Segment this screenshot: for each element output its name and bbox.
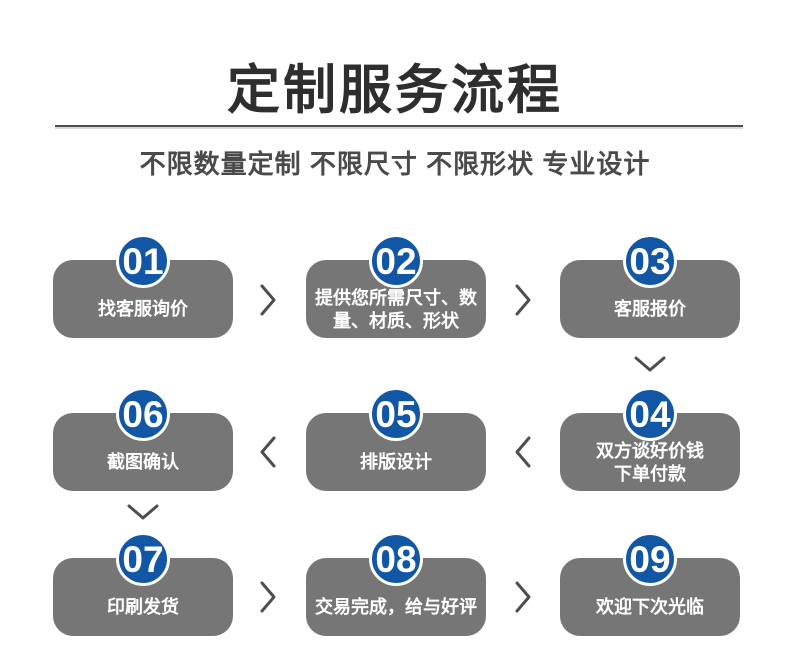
step-label: 交易完成，给与好评 [315, 597, 477, 618]
step-label: 双方谈好价钱 下单付款 [596, 440, 704, 484]
step-label: 印刷发货 [107, 597, 179, 618]
chevron-down-icon [634, 356, 666, 372]
step-05-number-badge: 05 [369, 387, 423, 441]
step-label: 欢迎下次光临 [596, 597, 704, 618]
chevron-right-icon [260, 284, 276, 316]
step-09: 09 欢迎下次光临 [560, 532, 740, 636]
step-03: 03 客服报价 [560, 234, 740, 338]
step-08: 08 交易完成，给与好评 [306, 532, 486, 636]
step-number: 01 [122, 240, 164, 282]
step-label: 客服报价 [614, 299, 686, 320]
step-04-number-badge: 04 [623, 387, 677, 441]
step-label: 截图确认 [107, 452, 179, 473]
step-number: 05 [375, 393, 417, 435]
chevron-right-icon [515, 581, 531, 613]
step-label: 排版设计 [360, 452, 432, 473]
page-subtitle: 不限数量定制 不限尺寸 不限形状 专业设计 [139, 149, 651, 179]
chevron-left-icon [515, 436, 531, 468]
step-number: 09 [629, 538, 671, 580]
step-number: 03 [629, 240, 671, 282]
chevron-right-icon [260, 581, 276, 613]
page-title: 定制服务流程 [227, 61, 563, 120]
step-number: 02 [375, 240, 417, 282]
step-number: 08 [375, 538, 417, 580]
step-01: 01 找客服询价 [53, 234, 233, 338]
step-02: 02 提供您所需尺寸、数 量、材质、形状 [306, 234, 486, 338]
title-divider [55, 125, 743, 127]
step-04: 04 双方谈好价钱 下单付款 [560, 387, 740, 491]
step-02-number-badge: 02 [369, 234, 423, 288]
step-label: 找客服询价 [98, 299, 188, 320]
step-03-number-badge: 03 [623, 234, 677, 288]
step-09-number-badge: 09 [623, 532, 677, 586]
step-number: 04 [629, 393, 671, 435]
step-08-number-badge: 08 [369, 532, 423, 586]
step-label: 提供您所需尺寸、数 量、材质、形状 [315, 287, 477, 331]
step-number: 07 [122, 538, 164, 580]
chevron-down-icon [127, 504, 159, 520]
step-01-number-badge: 01 [116, 234, 170, 288]
chevron-right-icon [515, 284, 531, 316]
step-07: 07 印刷发货 [53, 532, 233, 636]
chevron-left-icon [260, 436, 276, 468]
step-06: 06 截图确认 [53, 387, 233, 491]
step-05: 05 排版设计 [306, 387, 486, 491]
step-number: 06 [122, 393, 164, 435]
step-07-number-badge: 07 [116, 532, 170, 586]
step-06-number-badge: 06 [116, 387, 170, 441]
